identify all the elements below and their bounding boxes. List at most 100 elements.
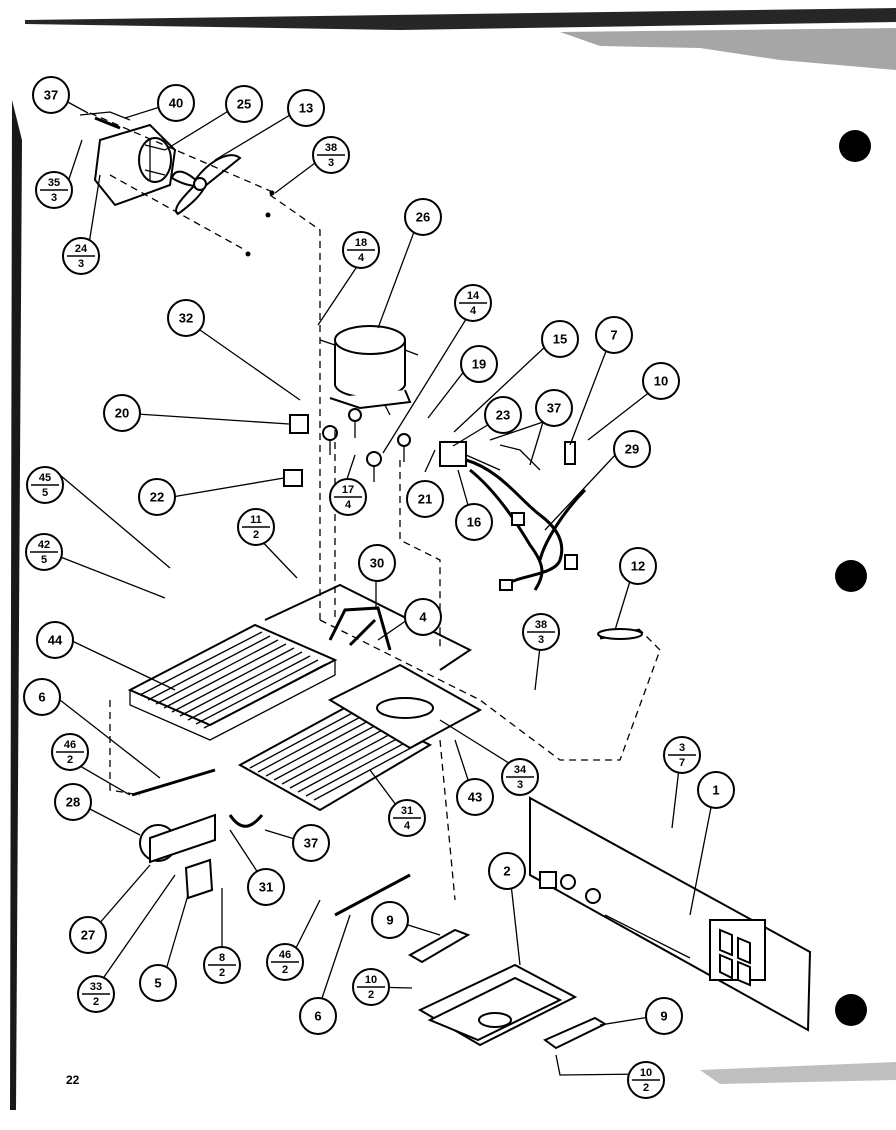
callout-c2: 2	[488, 852, 526, 890]
callout-figure-number: 4	[358, 252, 365, 264]
callout-circle	[36, 621, 74, 659]
callout-part-number: 42	[38, 539, 50, 551]
callout-part-number: 43	[468, 789, 482, 804]
callout-c43: 43	[456, 778, 494, 816]
callout-circle	[642, 362, 680, 400]
callout-c17: 174	[329, 478, 367, 516]
callout-figure-number: 5	[41, 554, 47, 566]
control-panel	[529, 796, 812, 1032]
callout-figure-number: 4	[470, 305, 477, 317]
callout-c37b: 37	[535, 389, 573, 427]
callout-circle	[697, 771, 735, 809]
callout-circle	[488, 852, 526, 890]
callout-c6a: 6	[23, 678, 61, 716]
callout-figure-number: 3	[328, 157, 334, 169]
callout-part-number: 5	[154, 975, 161, 990]
callout-figure-number: 3	[51, 192, 57, 204]
callout-figure-number: 4	[404, 820, 411, 832]
callout-figure-number: 2	[219, 967, 225, 979]
callout-c19: 19	[460, 345, 498, 383]
callout-c24: 243	[62, 237, 100, 275]
callout-circle	[138, 478, 176, 516]
drain-rods	[131, 628, 643, 917]
callout-circle	[292, 824, 330, 862]
callout-circle	[358, 544, 396, 582]
machine-compartment-base	[264, 583, 483, 750]
callout-c33: 332	[77, 975, 115, 1013]
callout-figure-number: 2	[93, 996, 99, 1008]
callout-c16: 16	[455, 503, 493, 541]
callout-part-number: 6	[38, 689, 45, 704]
callout-circle	[484, 396, 522, 434]
callout-part-number: 33	[90, 981, 102, 993]
callout-c40: 40	[157, 84, 195, 122]
callout-part-number: 27	[81, 927, 95, 942]
callout-c11: 112	[237, 508, 275, 546]
callout-c5: 5	[139, 964, 177, 1002]
callout-c14: 144	[454, 284, 492, 322]
callout-part-number: 44	[48, 632, 63, 647]
callout-figure-number: 3	[78, 258, 84, 270]
callout-part-number: 10	[640, 1067, 652, 1079]
callout-circle	[406, 480, 444, 518]
callout-circle	[23, 678, 61, 716]
drain-pan	[417, 963, 578, 1047]
callout-c23: 23	[484, 396, 522, 434]
callout-c27: 27	[69, 916, 107, 954]
callout-part-number: 12	[631, 558, 645, 573]
callout-figure-number: 3	[538, 634, 544, 646]
callout-c8: 82	[203, 946, 241, 984]
start-relay	[283, 414, 501, 487]
callout-c1: 1	[697, 771, 735, 809]
callout-c29: 29	[613, 430, 651, 468]
callout-part-number: 3	[679, 742, 685, 754]
callout-circle	[456, 778, 494, 816]
callout-figure-number: 2	[253, 529, 259, 541]
callout-part-number: 30	[370, 555, 384, 570]
callout-circle	[541, 320, 579, 358]
callout-c3: 37	[663, 736, 701, 774]
fan-screws	[245, 190, 275, 257]
callout-figure-number: 7	[679, 757, 685, 769]
callout-part-number: 22	[150, 489, 164, 504]
fan-blade	[170, 154, 242, 216]
callout-c6b: 6	[299, 997, 337, 1035]
callout-part-number: 46	[64, 739, 76, 751]
callout-part-number: 9	[660, 1008, 667, 1023]
callout-c21: 21	[406, 480, 444, 518]
callout-part-number: 11	[250, 514, 262, 526]
callout-circle	[287, 89, 325, 127]
callout-circle	[404, 198, 442, 236]
callout-part-number: 38	[325, 142, 337, 154]
callout-circle	[69, 916, 107, 954]
callout-part-number: 38	[535, 619, 547, 631]
assembly-lines	[89, 112, 661, 901]
callout-c10b: 102	[352, 968, 390, 1006]
callout-part-number: 13	[299, 100, 313, 115]
callout-circle	[535, 389, 573, 427]
callout-part-number: 1	[712, 782, 719, 797]
callout-part-number: 21	[418, 491, 432, 506]
callout-figure-number: 3	[517, 779, 523, 791]
callout-part-number: 26	[416, 209, 430, 224]
callout-c35: 353	[35, 171, 73, 209]
callout-part-number: 7	[610, 327, 617, 342]
callout-c7: 7	[595, 316, 633, 354]
callout-part-number: 8	[219, 952, 225, 964]
callout-c26: 26	[404, 198, 442, 236]
callout-c18: 184	[342, 231, 380, 269]
callout-part-number: 45	[39, 472, 51, 484]
callout-c42: 425	[25, 533, 63, 571]
callout-c9a: 9	[371, 901, 409, 939]
wiring-harness	[465, 441, 587, 591]
callout-circle	[103, 394, 141, 432]
callout-figure-number: 2	[282, 964, 288, 976]
callout-c13: 13	[287, 89, 325, 127]
callout-circle	[619, 547, 657, 585]
callout-part-number: 25	[237, 96, 251, 111]
callout-c10a: 10	[642, 362, 680, 400]
callout-circle	[613, 430, 651, 468]
